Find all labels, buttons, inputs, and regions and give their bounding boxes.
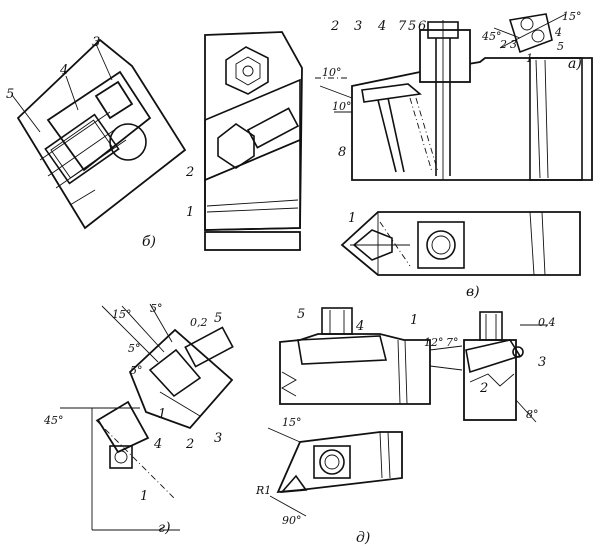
view-a-inset-label-4: 4 — [554, 26, 562, 39]
view-d-label-2: 2 — [479, 381, 488, 396]
view-a-inset — [493, 13, 567, 54]
view-g-label-1: 1 — [140, 489, 148, 504]
view-v-caption: в) — [466, 284, 480, 300]
view-a-caption: а) — [568, 56, 582, 72]
view-a-label-4: 4 — [377, 19, 386, 34]
view-d-angle-12: 12° — [424, 336, 444, 349]
view-a-section — [315, 20, 593, 181]
view-d-label-5: 5 — [297, 307, 305, 322]
view-b-label-4: 4 — [59, 63, 68, 78]
view-d-front — [279, 307, 431, 405]
view-g-assembly — [60, 303, 234, 531]
view-g-angle-5-top: 5° — [150, 302, 163, 315]
view-a-inset-label-3: 3 — [510, 38, 517, 51]
view-d-caption: д) — [356, 530, 370, 546]
view-b2-label-1: 1 — [186, 205, 194, 220]
view-a-label-8: 8 — [338, 145, 346, 160]
view-a-inset-angle-15: 15° — [562, 10, 582, 23]
view-g-angle-15: 15° — [112, 308, 132, 321]
view-a-label-6: 6 — [418, 19, 426, 34]
view-a-label-3: 3 — [354, 19, 362, 34]
view-g-angle-45: 45° — [43, 414, 64, 427]
view-a-label-5: 5 — [408, 19, 416, 34]
view-d-label-3: 3 — [538, 355, 546, 370]
view-d-side — [429, 311, 548, 423]
view-g-angle-5-low: 5° — [130, 364, 143, 377]
view-v-label-1: 1 — [348, 211, 356, 226]
view-g-dim-02: 0,2 — [190, 316, 208, 329]
view-a-inset-angle-45: 45° — [481, 30, 502, 43]
view-b-section — [11, 38, 187, 230]
view-d-bottom — [267, 427, 403, 517]
view-a-inset-label-1: 1 — [526, 52, 533, 65]
view-a-angle-bottom: 10° — [332, 100, 352, 113]
view-v-topview — [340, 211, 581, 276]
view-g-label-3: 3 — [214, 431, 222, 446]
view-a-inset-label-2: 2 — [499, 38, 507, 51]
view-b2-holder — [204, 31, 303, 251]
view-a-label-2: 2 — [330, 19, 339, 34]
view-g-angle-5-mid: 5° — [128, 342, 141, 355]
view-a-label-7: 7 — [398, 19, 407, 34]
view-g-label-2: 2 — [185, 437, 194, 452]
view-d-label-1: 1 — [410, 313, 418, 328]
view-a-angle-top: 10° — [322, 66, 342, 79]
view-d-angle-7: 7° — [446, 336, 459, 349]
view-d-label-4: 4 — [355, 319, 364, 334]
view-g-label-1-top: 1 — [158, 407, 166, 422]
view-d-angle-8: 8° — [526, 408, 539, 421]
view-a-inset-label-5: 5 — [557, 40, 564, 53]
view-d-dim-r1: R1 — [255, 484, 271, 497]
view-d-angle-15: 15° — [282, 416, 302, 429]
view-g-caption: г) — [158, 520, 171, 536]
view-b-label-3: 3 — [92, 35, 100, 50]
view-b-caption: б) — [142, 234, 156, 250]
view-d-angle-90: 90° — [282, 514, 302, 527]
view-b-label-5: 5 — [6, 87, 14, 102]
view-g-label-4: 4 — [153, 437, 162, 452]
view-g-label-5: 5 — [214, 311, 222, 326]
view-d-dim-04: 0,4 — [538, 316, 556, 329]
view-b2-label-2: 2 — [185, 165, 194, 180]
